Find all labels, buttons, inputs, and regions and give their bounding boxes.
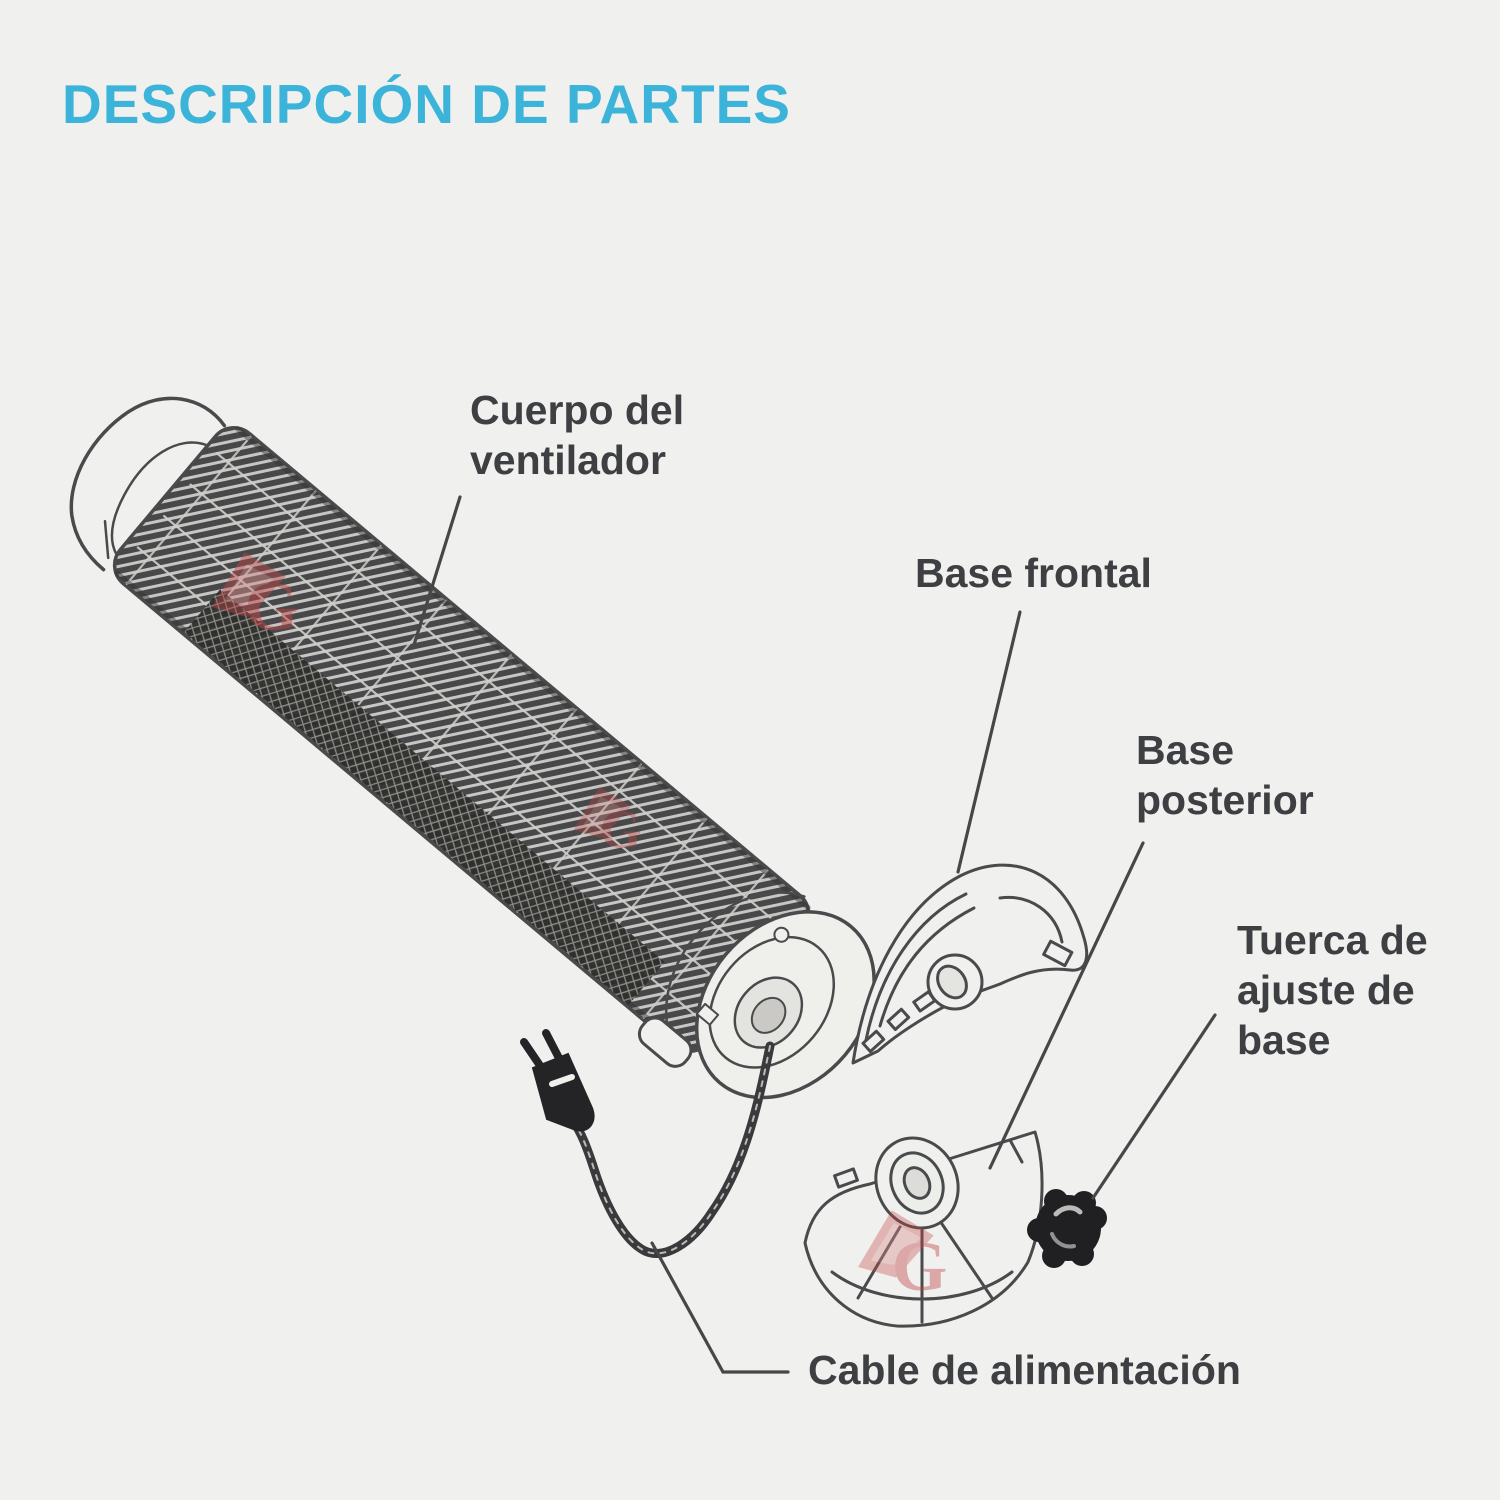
- leader-cuerpo: [411, 495, 462, 650]
- label-base-posterior: Base posterior: [1136, 725, 1314, 825]
- label-line: ajuste de: [1237, 967, 1415, 1013]
- label-line: Base: [1136, 727, 1235, 773]
- leader-base-posterior: [988, 841, 1145, 1170]
- label-cuerpo-del-ventilador: Cuerpo del ventilador: [470, 385, 684, 485]
- page-title: DESCRIPCIÓN DE PARTES: [62, 73, 791, 135]
- leader-lines: [411, 495, 1217, 1374]
- label-base-frontal: Base frontal: [915, 548, 1152, 598]
- fan-foot-tab: [637, 1016, 693, 1068]
- label-line: Cable de alimentación: [808, 1347, 1241, 1393]
- label-line: posterior: [1136, 777, 1314, 823]
- fan-top-cap: [69, 396, 227, 572]
- leader-tuerca: [1091, 1013, 1217, 1200]
- plug-prong: [542, 1029, 565, 1066]
- fan-body-group: [69, 396, 876, 1100]
- base-frontal-group: [851, 863, 1089, 1065]
- leader-base-frontal: [956, 610, 1022, 874]
- label-line: Tuerca de: [1237, 917, 1428, 963]
- label-tuerca-de-ajuste: Tuerca de ajuste de base: [1237, 915, 1428, 1065]
- plug-prong: [520, 1038, 547, 1074]
- label-cable-de-alimentacion: Cable de alimentación: [808, 1345, 1241, 1395]
- nut-group: [1027, 1189, 1107, 1268]
- power-plug: [520, 1029, 595, 1132]
- fan-intake-grille: [184, 589, 665, 1005]
- leader-cable: [650, 1241, 790, 1374]
- label-line: base: [1237, 1017, 1331, 1063]
- fan-ribbed-body: [112, 425, 811, 1054]
- label-line: Base frontal: [915, 550, 1152, 596]
- label-line: Cuerpo del: [470, 387, 685, 433]
- label-line: ventilador: [470, 437, 666, 483]
